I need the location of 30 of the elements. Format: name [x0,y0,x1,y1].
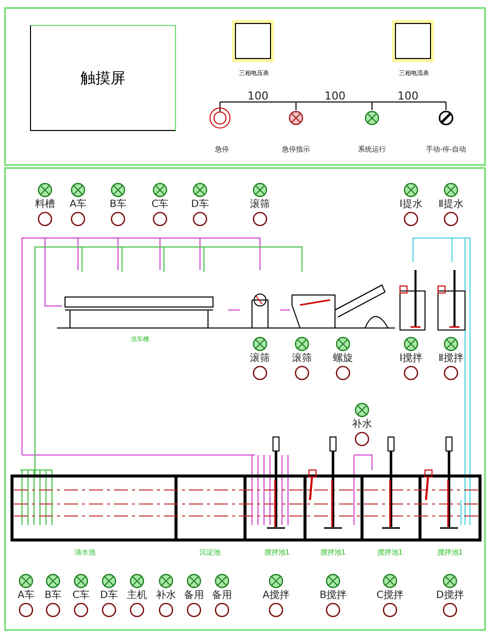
dimension-label: 100 [398,90,418,102]
lamp-label: A车 [18,591,34,601]
lamp-label: C车 [152,200,168,210]
lamp-label: B车 [44,591,62,601]
lamp-label: B搅拌 [320,591,346,601]
lamp-label: 滚筛 [250,354,270,364]
lamp-label: 补水 [352,420,372,430]
lamp-label: C搅拌 [376,591,404,601]
lamp-label: B车 [110,200,126,210]
lamp-label: D车 [191,200,209,210]
lamp-label: 补水 [156,591,176,601]
lamp-label: D搅拌 [436,591,464,601]
lamp-label: 备用 [184,591,204,601]
lamp-label: 滚筛 [292,354,312,364]
lamp-label: Ⅰ搅拌 [400,354,422,364]
lamp-label: 螺旋 [333,354,353,364]
touch-screen-box: 触摸屏 [30,25,176,131]
lamp-label: Ⅱ搅拌 [438,354,464,364]
lamp-label: 备用 [212,591,232,601]
lamp-label: Ⅰ提水 [400,200,422,210]
dimension-label: 100 [324,90,346,102]
lamp-label: A车 [70,200,86,210]
lamp-label: 料槽 [35,200,55,210]
lamp-label: 滚筛 [250,200,270,210]
lamp-label: 主机 [127,591,147,601]
lamp-label: A搅拌 [262,591,290,601]
lamp-label: C车 [72,591,90,601]
lamp-label: D车 [100,591,118,601]
dimension-label: 100 [248,90,268,102]
lamp-label: Ⅱ提水 [438,200,464,210]
